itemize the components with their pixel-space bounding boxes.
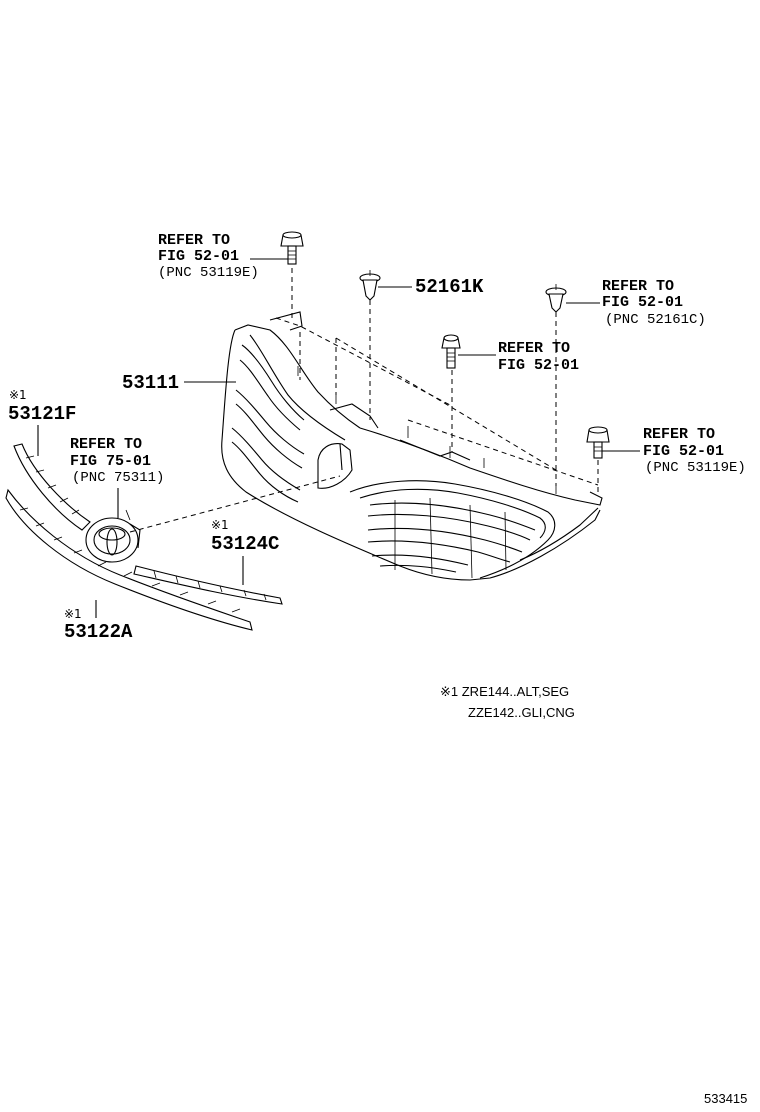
callout-top-right-line1: REFER TO (602, 278, 675, 295)
bolt-top-left-icon (280, 231, 304, 265)
emblem-icon (85, 509, 141, 563)
part-upper-molding-53121f: 53121F (8, 403, 77, 425)
upper-molding-53121f-drawing (13, 443, 91, 531)
callout-right-line1: REFER TO (643, 426, 716, 443)
callout-top-right-pnc: (PNC 52161C) (605, 312, 706, 328)
clip-52161k-icon (359, 270, 381, 301)
callout-right-pnc: (PNC 53119E) (645, 460, 746, 476)
radiator-grille-drawing (221, 311, 603, 581)
bolt-right-icon (586, 426, 610, 459)
callout-top-left-line2: FIG 52-01 (158, 248, 240, 265)
callout-top-right-line2: FIG 52-01 (602, 294, 684, 311)
mark-upper-molding: ※1 (9, 388, 27, 402)
callout-emblem-pnc: (PNC 75311) (72, 470, 165, 486)
figure-number: 533415 (704, 1091, 748, 1106)
leader-lines (37, 258, 640, 618)
callout-mid-line1: REFER TO (498, 340, 571, 357)
side-molding-53124c-drawing (133, 565, 283, 605)
lower-molding-53122a-drawing (5, 488, 253, 631)
part-clip-52161k: 52161K (415, 276, 484, 298)
bolt-middle-icon (441, 334, 461, 369)
part-lower-molding-53122a: 53122A (64, 621, 133, 643)
part-side-molding-53124c: 53124C (211, 533, 280, 555)
callout-emblem-line2: FIG 75-01 (70, 453, 152, 470)
callout-right-line2: FIG 52-01 (643, 443, 725, 460)
mark-lower-molding: ※1 (64, 607, 82, 621)
callout-mid-line2: FIG 52-01 (498, 357, 580, 374)
footnote-line2: ZZE142..GLI,CNG (468, 705, 575, 720)
part-grille-53111: 53111 (122, 372, 180, 394)
callout-emblem-line1: REFER TO (70, 436, 143, 453)
assembly-guide-lines (129, 268, 599, 533)
callout-top-left-line1: REFER TO (158, 232, 231, 249)
clip-top-right-icon (545, 284, 567, 313)
callout-top-left-pnc: (PNC 53119E) (158, 265, 259, 281)
footnote-line1: ※1 ZRE144..ALT,SEG (440, 684, 570, 699)
mark-side-molding: ※1 (211, 518, 229, 532)
